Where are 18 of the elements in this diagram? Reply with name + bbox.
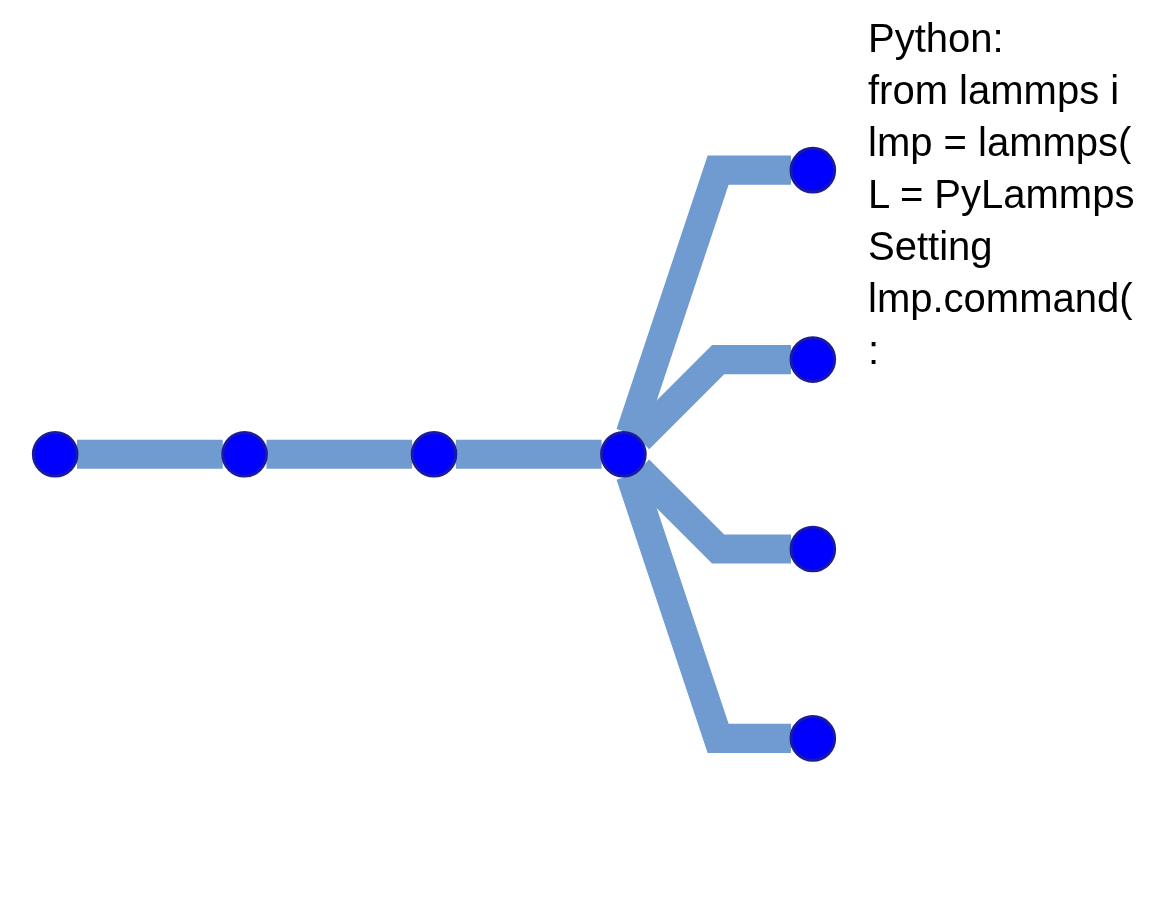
- connector: [266, 439, 413, 469]
- node-circle: [600, 430, 647, 478]
- node-circle: [31, 430, 79, 478]
- code-text: :: [868, 327, 881, 374]
- code-text: lmp = lammps(: [868, 119, 1133, 166]
- connector: [77, 439, 223, 469]
- node-circle: [221, 430, 268, 478]
- node-circle: [789, 335, 837, 383]
- code-text: from lammps i: [868, 67, 1121, 114]
- code-text: Setting: [868, 223, 994, 270]
- code-text: L = PyLammps: [868, 171, 1136, 218]
- node-circle: [789, 714, 837, 762]
- code-text: lmp.command(: [868, 275, 1134, 322]
- connector: [455, 439, 602, 469]
- node-circle: [789, 525, 837, 572]
- node-circle: [410, 430, 458, 478]
- node-circle: [789, 146, 837, 194]
- code-text: Python:: [868, 15, 1005, 62]
